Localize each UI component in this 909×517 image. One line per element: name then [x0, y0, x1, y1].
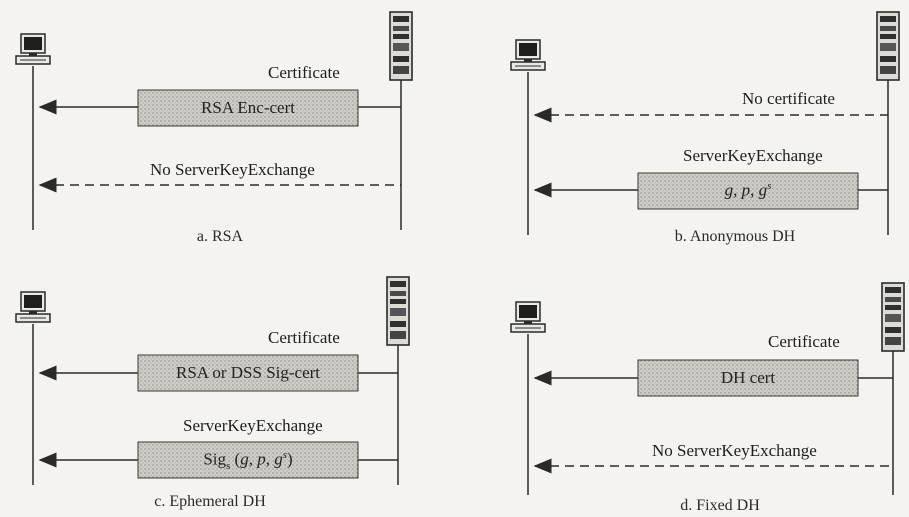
certificate-label: Certificate: [268, 63, 340, 82]
no-server-key-exchange-label: No ServerKeyExchange: [652, 441, 817, 460]
client-computer-icon: [510, 39, 546, 71]
signed-dh-params-text: Sigs (g, p, gs): [203, 449, 293, 473]
signed-dh-params-box: [137, 441, 359, 479]
box-label: DH cert: [720, 368, 776, 387]
box-label: RSA or DSS Sig-cert: [175, 363, 321, 382]
server-tower-icon: [389, 11, 413, 81]
rsa-enc-cert-box: [137, 89, 359, 127]
panel-d: [510, 282, 905, 495]
sig-cert-box: [137, 354, 359, 392]
panel-caption: d. Fixed DH: [680, 497, 760, 514]
client-computer-icon: [15, 33, 51, 65]
dh-params-box: [637, 172, 859, 210]
panel-a: [15, 11, 413, 230]
dh-params-text: g, p, gs: [724, 180, 772, 200]
server-tower-icon: [386, 276, 410, 346]
server-tower-icon: [876, 11, 900, 81]
panel-caption: a. RSA: [196, 228, 244, 245]
certificate-label: Certificate: [268, 328, 340, 347]
client-computer-icon: [510, 301, 546, 333]
panel-caption: b. Anonymous DH: [674, 228, 796, 245]
server-key-exchange-label: ServerKeyExchange: [183, 416, 323, 435]
client-computer-icon: [15, 291, 51, 323]
no-certificate-label: No certificate: [742, 89, 835, 108]
server-key-exchange-label: ServerKeyExchange: [683, 146, 823, 165]
box-label: RSA Enc-cert: [201, 98, 295, 117]
panel-caption: c. Ephemeral DH: [154, 493, 266, 510]
panel-b: [510, 11, 900, 235]
panel-c: [15, 276, 410, 485]
no-server-key-exchange-label: No ServerKeyExchange: [150, 160, 315, 179]
server-tower-icon: [881, 282, 905, 352]
certificate-label: Certificate: [768, 332, 840, 351]
dh-cert-box: [637, 359, 859, 397]
